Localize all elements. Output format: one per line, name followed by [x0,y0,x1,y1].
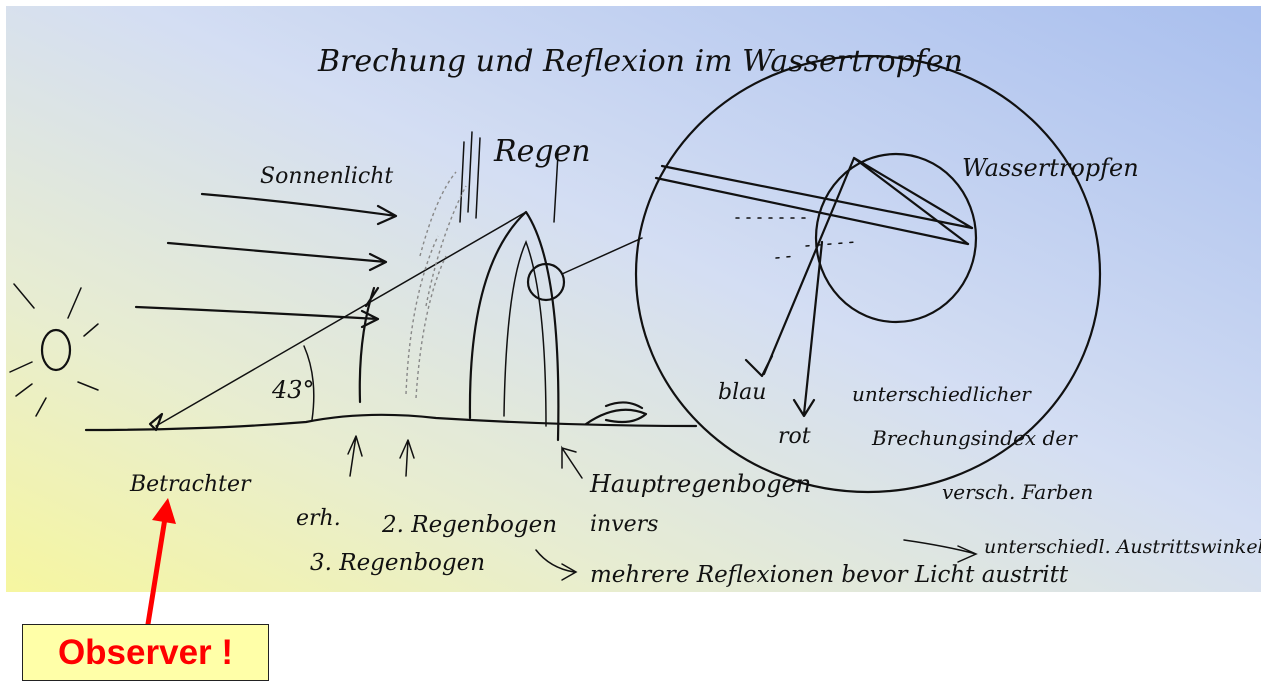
callout-label: Observer ! [23,625,268,680]
observer-callout: Observer ! [22,624,269,681]
